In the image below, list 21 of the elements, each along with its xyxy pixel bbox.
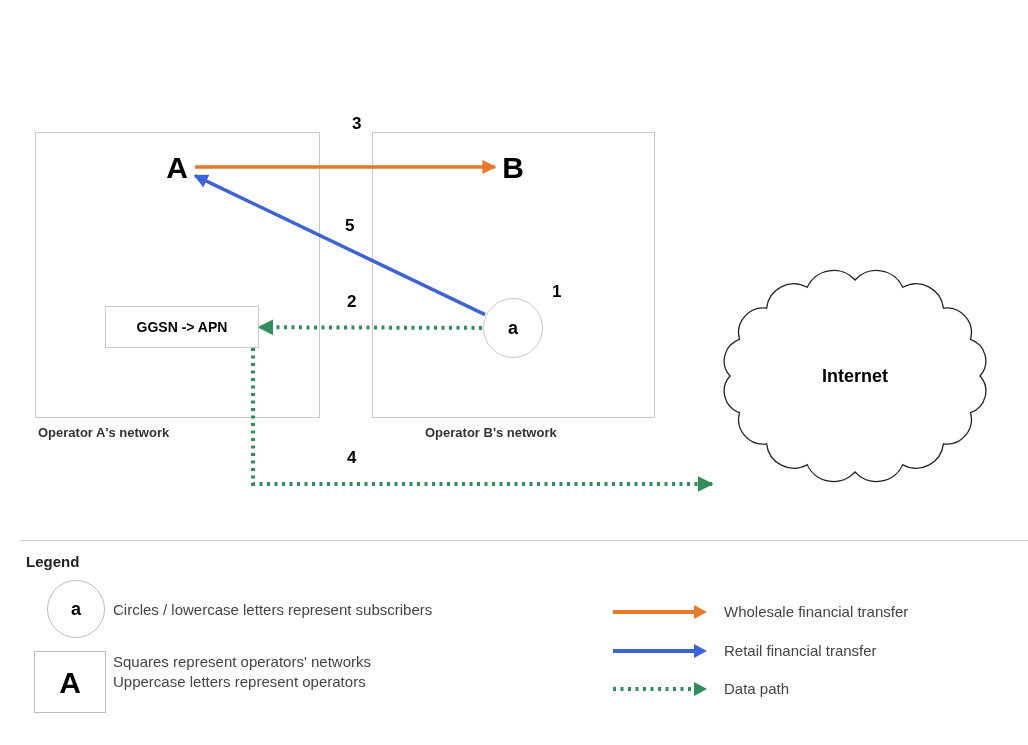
network-caption: Operator B's network [425,424,557,442]
legend-text: Wholesale financial transfer [724,602,909,622]
legend-text: Squares represent operators' networks Uppercase letters represent operators [113,652,372,692]
edge-label: 3 [350,115,364,132]
arrow [251,348,714,492]
edge-label: 5 [343,217,357,234]
callout-number: 1 [552,281,562,303]
edge-label: 4 [345,449,359,466]
legend-text: Retail financial transfer [724,641,877,661]
legend-text: Data path [724,679,790,699]
process-box: GGSN -> APN [105,306,259,348]
network-caption: Operator A's network [38,424,170,442]
operator-letter: A [159,147,195,187]
legend-square: A [34,651,106,713]
legend-text: Circles / lowercase letters represent subscribers [113,600,433,620]
arrow [195,160,497,174]
legend-title: Legend [26,552,80,572]
arrow [193,174,486,317]
arrow [257,319,482,336]
edge-label: 2 [345,293,359,310]
operator-letter: B [495,147,531,187]
